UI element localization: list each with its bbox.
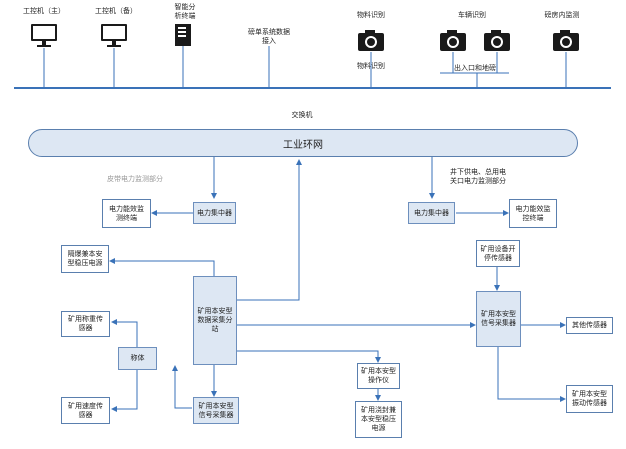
warehouse-cam-label: 磅房内监测 [544, 11, 580, 19]
monitor-icon [101, 24, 127, 47]
weighing-sensor: 矿用称重传 感器 [61, 311, 110, 337]
power-concentrator-left: 电力集中器 [193, 202, 236, 224]
power-concentrator-right: 电力集中器 [408, 202, 455, 224]
camera-icon [358, 30, 384, 51]
signal-collector-center: 矿用本安型 信号采集器 [193, 397, 239, 424]
potting-power-supply: 矿用浇封兼 本安型稳压 电源 [355, 401, 402, 438]
entrance-label: 出入口和地磅 [454, 64, 496, 72]
other-sensors: 其他传感器 [566, 317, 613, 334]
power-monitor-terminal-left: 电力能效监 测终端 [102, 199, 151, 228]
belt-power-section-label: 皮带电力监测部分 [107, 175, 163, 183]
camera-icon [440, 30, 466, 51]
material-cam-label: 物料识别 [357, 11, 385, 19]
vehicle-cam-label: 车辆识别 [458, 11, 486, 19]
camera-icon [553, 30, 579, 51]
camera-icon [484, 30, 510, 51]
signal-collector-right: 矿用本安型 信号采集器 [476, 291, 521, 347]
equipment-on-off-sensor: 矿用设备开 停传感器 [476, 240, 520, 267]
power-monitor-terminal-right: 电力能效监 控终端 [509, 199, 557, 228]
industrial-ring-network: 工业环网 [28, 129, 578, 157]
underground-power-section-label: 井下供电、总用电 关口电力监测部分 [450, 168, 506, 185]
vibration-sensor: 矿用本安型 振动传感器 [566, 385, 613, 413]
data-acquisition-substation: 矿用本安型 数据采集分 站 [193, 276, 237, 365]
weigh-system-label: 磅单系统数据 接入 [248, 28, 290, 45]
material-cam-bottom-label: 物料识别 [357, 62, 385, 70]
scale-body: 称体 [118, 347, 157, 370]
ring-label: 工业环网 [283, 139, 323, 151]
analysis-server-label: 智能分 析终端 [174, 3, 196, 20]
speed-sensor: 矿用速度传 感器 [61, 397, 110, 424]
flameproof-power-supply: 隔爆兼本安 型稳压电源 [61, 245, 109, 273]
workstation-backup-label: 工控机（备） [95, 7, 137, 15]
server-icon [175, 24, 191, 46]
intrinsically-safe-operator: 矿用本安型 操作仪 [357, 363, 400, 389]
monitor-icon [31, 24, 57, 47]
switch-label: 交换机 [291, 111, 313, 119]
workstation-main-label: 工控机（主） [23, 7, 65, 15]
